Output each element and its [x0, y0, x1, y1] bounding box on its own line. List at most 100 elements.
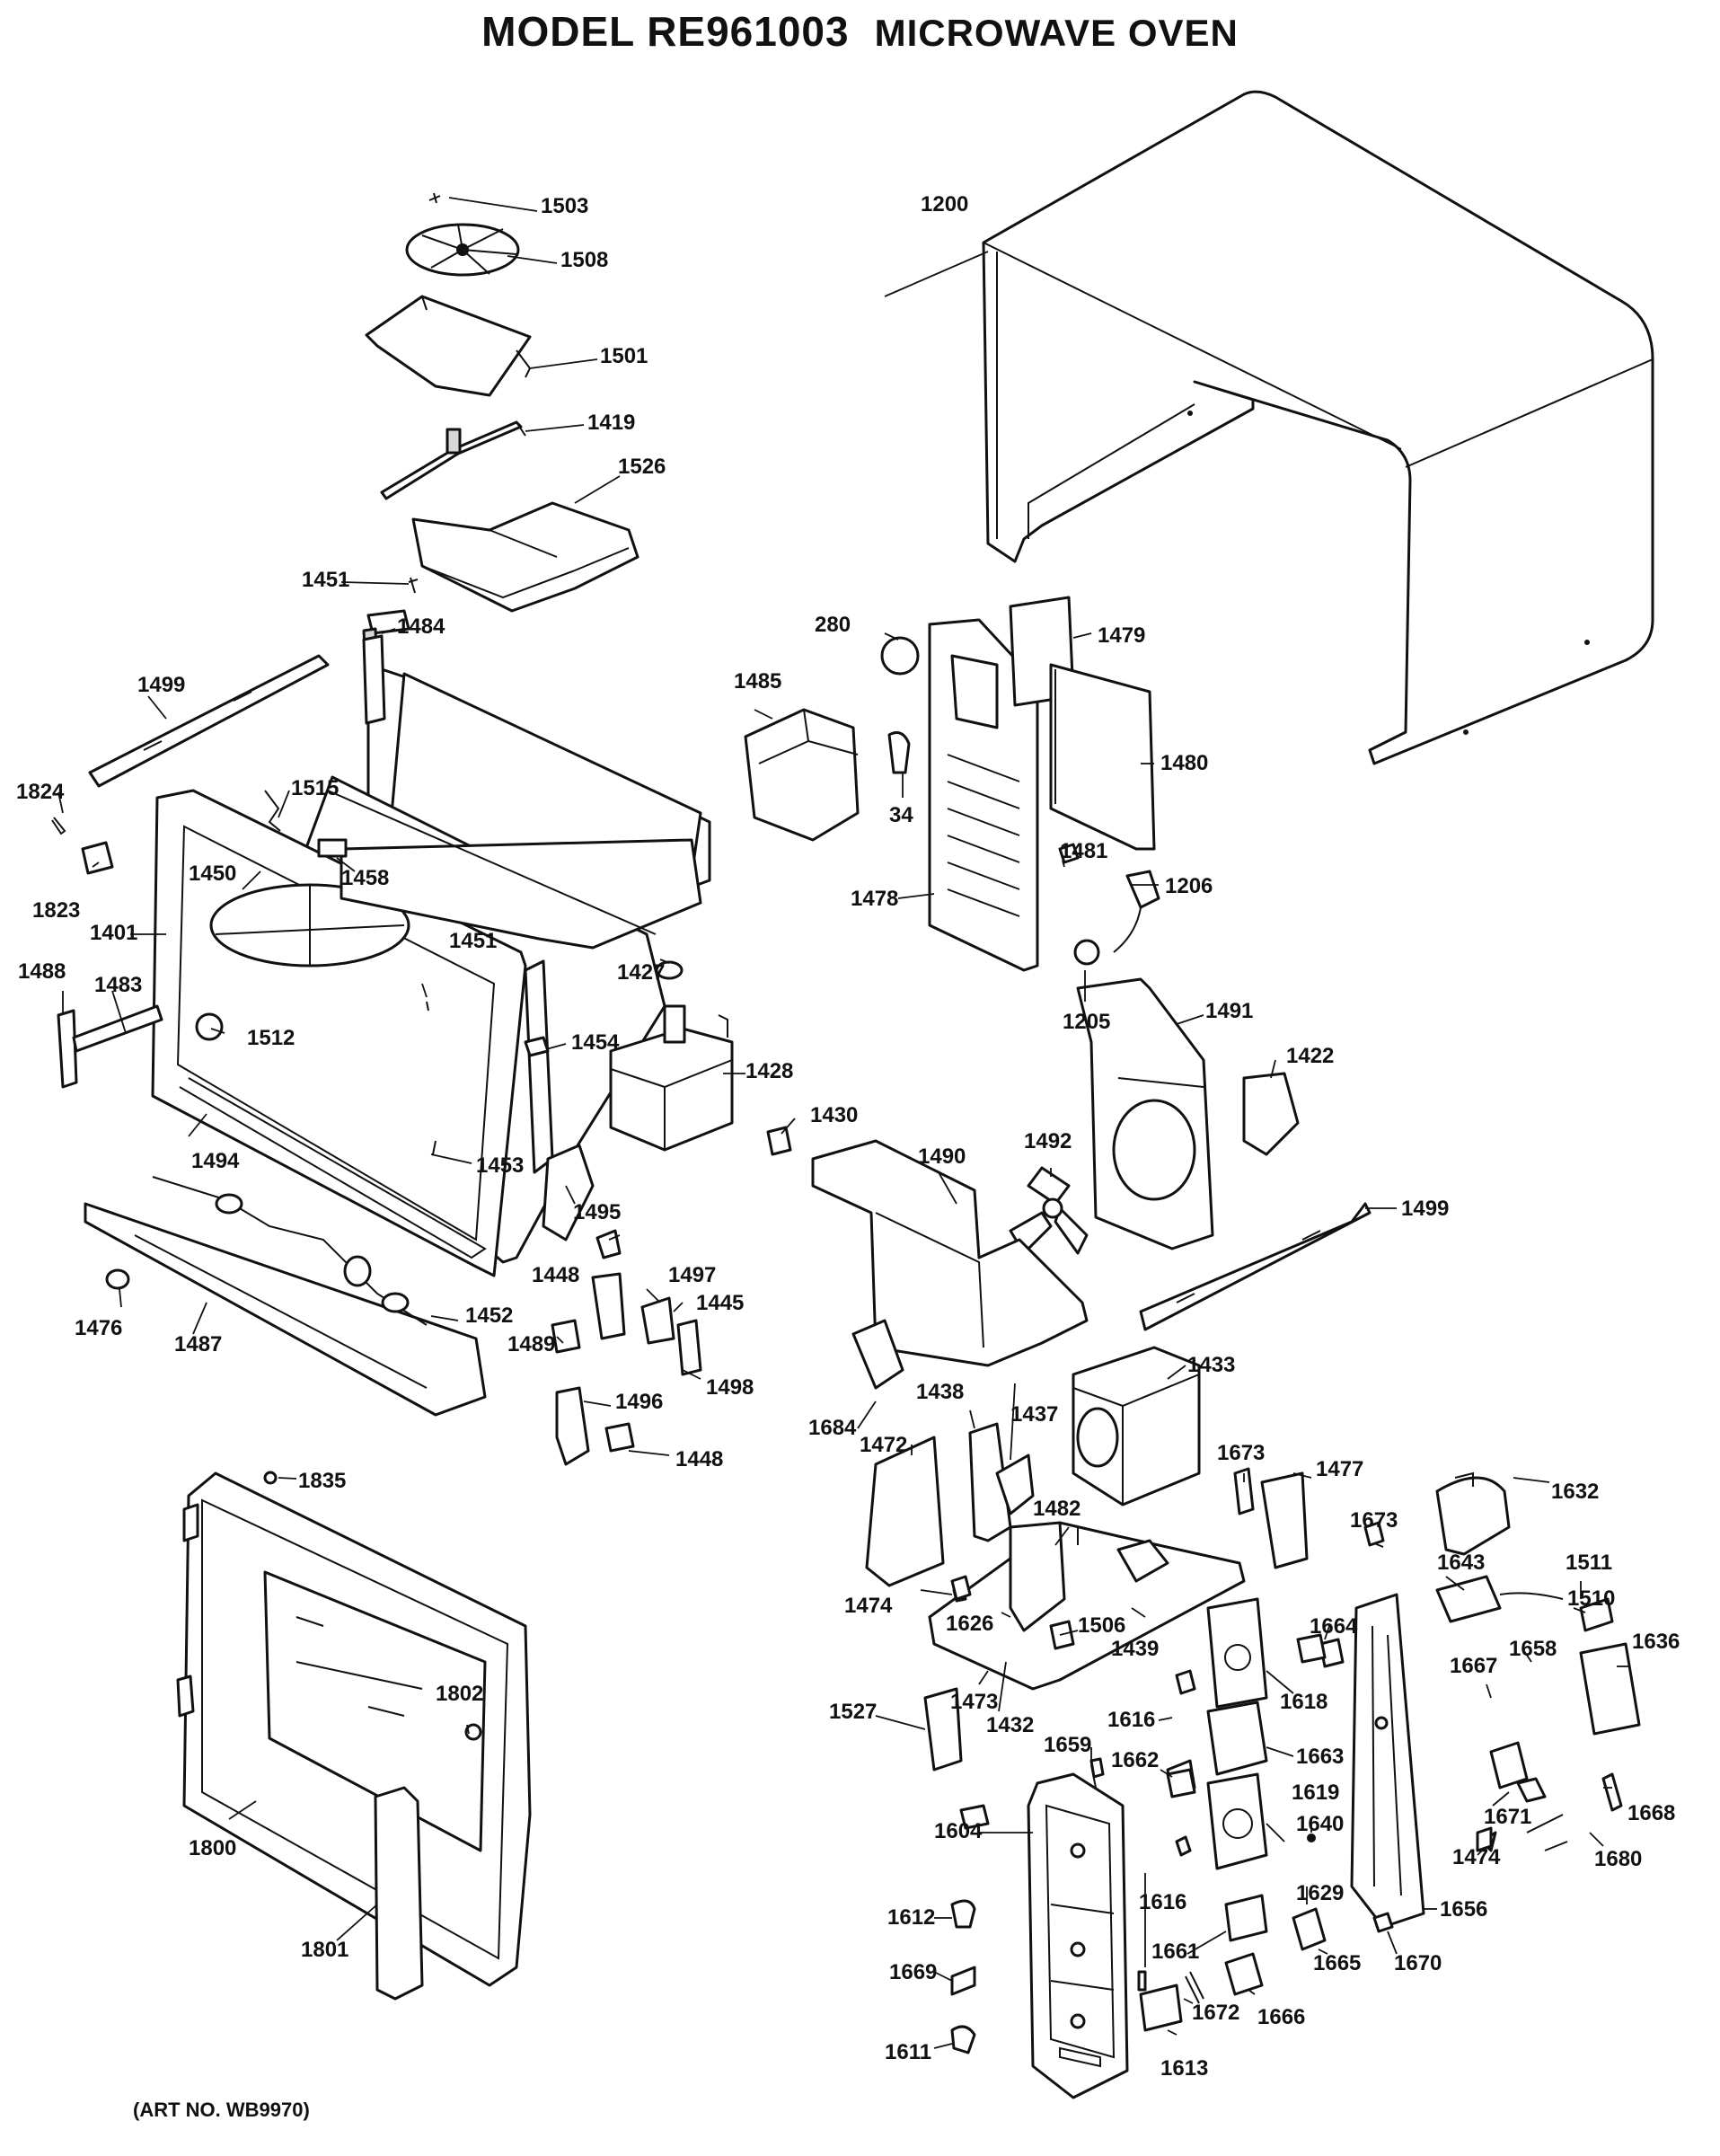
part-label: 1497	[668, 1263, 716, 1287]
part-label: 1453	[476, 1153, 524, 1178]
part-label: 1419	[587, 411, 635, 435]
door-drawing	[176, 1471, 532, 2001]
part-label: 1472	[860, 1433, 907, 1457]
part-label: 1670	[1394, 1951, 1442, 1975]
part-label: 1454	[571, 1030, 620, 1055]
part-label: 1512	[247, 1026, 295, 1050]
part-label: 1427	[617, 960, 665, 985]
part-label: 1485	[734, 669, 781, 694]
part-label: 1496	[615, 1390, 663, 1414]
part-label: 1661	[1151, 1940, 1199, 1964]
part-label: 1823	[32, 898, 80, 923]
part-label: 1612	[887, 1905, 935, 1930]
part-label: 1491	[1205, 999, 1253, 1023]
part-label: 1673	[1350, 1508, 1398, 1533]
part-label: 1835	[298, 1469, 346, 1493]
part-label: 1673	[1217, 1441, 1265, 1465]
part-label: 1499	[137, 673, 185, 697]
part-label: 1206	[1165, 874, 1213, 898]
part-label: 1626	[946, 1612, 993, 1636]
part-label: 1437	[1010, 1402, 1058, 1427]
part-label: 1448	[532, 1263, 579, 1287]
part-label: 1492	[1024, 1129, 1072, 1153]
part-label: 1487	[174, 1332, 222, 1356]
part-label: 1618	[1280, 1690, 1327, 1714]
part-label: 1672	[1192, 2001, 1239, 2025]
part-label: 1488	[18, 959, 66, 984]
part-label: 1499	[1401, 1197, 1449, 1221]
part-label: 1636	[1632, 1630, 1680, 1654]
part-label: 1476	[75, 1316, 122, 1340]
part-label: 1511	[1566, 1551, 1612, 1575]
part-label: 1452	[465, 1303, 513, 1328]
part-label: 1643	[1437, 1551, 1485, 1575]
control-group-drawing	[923, 1471, 1641, 2099]
part-label: 1611	[885, 2040, 931, 2064]
part-label: 1439	[1111, 1637, 1159, 1661]
magnetron-drawing	[524, 960, 792, 1466]
part-label: 1205	[1063, 1010, 1110, 1034]
part-label: 1484	[397, 614, 445, 639]
part-label: 1482	[1033, 1497, 1081, 1521]
part-label: 1450	[189, 862, 236, 886]
model-number: MODEL RE961003	[481, 8, 850, 55]
part-label: 1680	[1594, 1847, 1642, 1871]
part-label: 1671	[1484, 1805, 1531, 1829]
fan-housing-drawing	[811, 977, 1372, 1367]
part-label: 1619	[1292, 1780, 1339, 1805]
part-label: 1432	[986, 1713, 1034, 1737]
part-label: 1430	[810, 1103, 858, 1127]
part-label: 1616	[1107, 1708, 1155, 1732]
part-label: 1494	[191, 1149, 240, 1173]
part-label: 1489	[507, 1332, 555, 1356]
part-label: 34	[889, 803, 913, 827]
part-label: 1480	[1160, 751, 1208, 775]
part-label: 1665	[1313, 1951, 1361, 1975]
part-label: 1684	[808, 1416, 857, 1440]
part-label: 1498	[706, 1375, 754, 1400]
part-label: 1490	[918, 1144, 966, 1169]
vent-panel-drawing	[744, 596, 1160, 972]
part-label: 1658	[1509, 1637, 1557, 1661]
part-label: 280	[815, 613, 851, 637]
part-label: 1508	[560, 248, 608, 272]
part-label: 1801	[301, 1938, 348, 1962]
part-label: 1664	[1310, 1614, 1358, 1639]
part-label: 1669	[889, 1960, 937, 1984]
part-label: 1506	[1078, 1613, 1125, 1638]
part-label: 1483	[94, 973, 142, 997]
part-label: 1668	[1627, 1801, 1675, 1825]
part-label: 1656	[1440, 1897, 1487, 1922]
part-label: 1479	[1098, 623, 1145, 648]
part-label: 1451	[449, 929, 497, 953]
part-label: 1616	[1139, 1890, 1186, 1914]
part-label: 1474	[844, 1594, 893, 1618]
part-label: 1666	[1257, 2005, 1305, 2029]
part-label: 1629	[1296, 1881, 1344, 1905]
part-label: 1800	[189, 1836, 236, 1860]
transformer-drawing	[851, 1319, 1385, 1691]
part-label: 1515	[291, 776, 339, 800]
part-label: 1438	[916, 1380, 964, 1404]
part-label: 1481	[1060, 839, 1107, 863]
part-label: 1473	[950, 1690, 998, 1714]
part-label: 1200	[921, 192, 968, 216]
part-label: 1667	[1450, 1654, 1497, 1678]
left-parts-drawing	[51, 634, 487, 1417]
part-label: 1445	[696, 1291, 744, 1315]
product-name: MICROWAVE OVEN	[874, 12, 1239, 54]
part-label: 1503	[541, 194, 588, 218]
part-label: 1510	[1567, 1586, 1615, 1611]
part-label: 1458	[341, 866, 389, 890]
part-label: 1526	[618, 455, 666, 479]
part-label: 1604	[934, 1819, 983, 1843]
part-label: 1662	[1111, 1748, 1159, 1772]
part-label: 1663	[1296, 1745, 1344, 1769]
part-label: 1824	[16, 780, 65, 804]
part-label: 1401	[90, 921, 137, 945]
part-label: 1477	[1316, 1457, 1363, 1481]
part-label: 1422	[1286, 1044, 1334, 1068]
part-label: 1478	[851, 887, 898, 911]
page-title: MODEL RE961003 MICROWAVE OVEN	[0, 7, 1720, 56]
